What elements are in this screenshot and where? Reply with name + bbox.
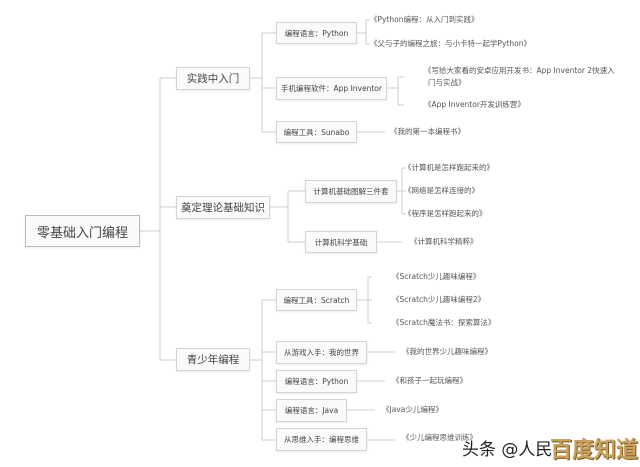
node-youth-python[interactable]: 编程语言：Python xyxy=(276,370,357,393)
node-java[interactable]: 编程语言：Java xyxy=(276,399,347,422)
branch-theory[interactable]: 奠定理论基础知识 xyxy=(176,196,270,219)
leaf-book: 《Scratch少儿趣味编程2》 xyxy=(392,295,486,304)
leaf-book: 《我的世界少儿趣味编程》 xyxy=(402,347,492,356)
connector-branch-3 xyxy=(250,299,276,441)
node-python[interactable]: 编程语言：Python xyxy=(276,22,357,44)
leaf-book: 《Scratch魔法书：探索算法》 xyxy=(392,318,496,327)
leaf-book: 《Python编程：从入门到实践》 xyxy=(370,15,479,24)
node-scratch[interactable]: 编程工具：Scratch xyxy=(276,289,357,311)
branch-practice[interactable]: 实践中入门 xyxy=(176,67,250,90)
node-cs-trilogy[interactable]: 计算机基础图解三件套 xyxy=(305,180,397,203)
leaf-book: 《Java少儿编程》 xyxy=(382,405,443,414)
connector-branch-2 xyxy=(270,190,305,243)
leaf-book-cont: 门与实战》 xyxy=(428,78,466,87)
connector-leaves xyxy=(347,19,406,441)
leaf-book: 《计算机是怎样跑起来的》 xyxy=(404,163,494,172)
leaf-book: 《Scratch少儿趣味编程》 xyxy=(392,272,481,281)
leaf-book: 《程序是怎样跑起来的》 xyxy=(404,209,487,218)
leaf-book: 《写给大家看的安卓应用开发书：App Inventor 2快速入 xyxy=(424,66,615,75)
root-node[interactable]: 零基础入门编程 xyxy=(25,215,140,247)
node-tool[interactable]: 编程工具：Sunabo xyxy=(276,121,357,143)
branch-youth[interactable]: 青少年编程 xyxy=(176,348,250,371)
connector-root xyxy=(140,77,176,361)
node-app-inventor[interactable]: 手机编程软件：App Inventor xyxy=(276,77,387,100)
leaf-book: 《和孩子一起玩编程》 xyxy=(392,376,467,385)
baidu-watermark: 百度知道 xyxy=(550,438,639,463)
toutiao-watermark: 头条 @人民 xyxy=(462,440,553,460)
node-cs-basics[interactable]: 计算机科学基础 xyxy=(305,231,377,253)
connector-branch-1 xyxy=(250,32,276,133)
node-thinking[interactable]: 从思维入手：编程思维 xyxy=(276,428,367,451)
leaf-book: 《父与子的编程之旅：与小卡特一起学Python》 xyxy=(370,39,531,48)
leaf-book: 《App Inventor开发训练营》 xyxy=(424,100,525,109)
leaf-book: 《网络是怎样连接的》 xyxy=(404,186,479,195)
node-minecraft[interactable]: 从游戏入手：我的世界 xyxy=(276,341,367,364)
leaf-book: 《计算机科学精粹》 xyxy=(410,237,478,246)
leaf-book: 《少儿编程思维训练》 xyxy=(402,433,477,442)
leaf-book: 《我的第一本编程书》 xyxy=(390,127,465,136)
